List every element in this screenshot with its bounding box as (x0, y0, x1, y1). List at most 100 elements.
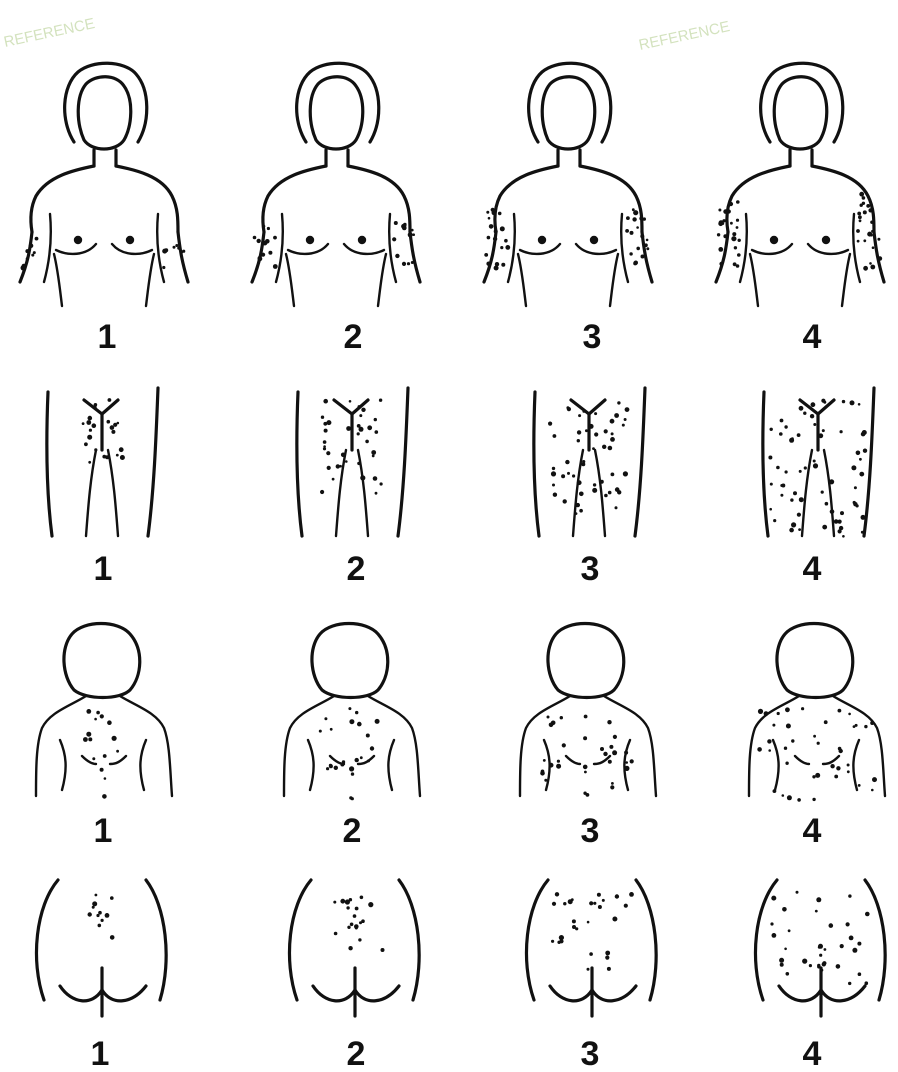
hair-dot (787, 795, 792, 800)
hair-dot (788, 929, 791, 932)
hair-dot (577, 439, 580, 442)
hair-dot (856, 229, 860, 233)
hair-dot (357, 424, 361, 428)
hair-dot (723, 234, 727, 238)
hair-dot (865, 912, 870, 917)
hair-dot (562, 743, 566, 747)
hair-dot (613, 735, 617, 739)
hair-dot (812, 775, 815, 778)
hair-dot (92, 901, 97, 906)
hair-dot (324, 429, 328, 433)
hair-dot (371, 450, 376, 455)
hair-dot (486, 262, 490, 266)
hair-dot (786, 724, 791, 729)
hair-dot (540, 771, 545, 776)
hair-dot (359, 414, 362, 417)
hair-dot (776, 466, 780, 470)
hair-dot (119, 447, 124, 452)
hair-dot (381, 948, 385, 952)
hair-dot (88, 416, 93, 421)
hair-dot (357, 722, 362, 727)
hair-dot (360, 756, 363, 759)
hair-dot (780, 419, 784, 423)
hair-dot (784, 747, 787, 750)
thigh-label-4: 4 (803, 550, 822, 588)
hair-dot (864, 725, 867, 728)
hair-dot (846, 922, 850, 926)
hair-dot (782, 794, 785, 797)
hair-dot (629, 252, 632, 255)
hair-dot (614, 413, 619, 418)
hair-dot (577, 480, 582, 485)
hair-dot (734, 246, 737, 249)
hair-dot (583, 736, 587, 740)
hair-dot (504, 239, 508, 243)
hair-dot (857, 942, 861, 946)
hair-dot (593, 902, 596, 905)
hair-dot (777, 712, 780, 715)
hair-dot (797, 513, 801, 517)
hair-dot (321, 416, 324, 419)
hair-dot (636, 226, 639, 229)
hair-dot (551, 721, 556, 726)
hair-dot (733, 262, 737, 266)
hair-dot (392, 237, 396, 241)
hair-dot (838, 709, 842, 713)
hair-dot (877, 238, 880, 241)
hair-dot (607, 720, 611, 724)
hair-dot (624, 904, 628, 908)
hair-dot (736, 200, 740, 204)
hair-dot (624, 766, 629, 771)
hair-dot (626, 216, 630, 220)
hair-dot (854, 486, 857, 489)
hair-dot (412, 233, 415, 236)
hair-dot (585, 429, 588, 432)
hair-dot (505, 245, 510, 250)
hair-dot (360, 896, 364, 900)
hair-dot (629, 892, 634, 897)
hair-dot (375, 719, 380, 724)
thigh-figure-4 (763, 388, 874, 536)
hair-dot (411, 261, 414, 264)
hair-dot (348, 707, 351, 710)
hair-dot (345, 460, 348, 463)
hair-dot (851, 465, 856, 470)
hair-dot (797, 433, 801, 437)
hair-dot (353, 914, 357, 918)
hair-dot (261, 253, 265, 257)
hair-dot (643, 217, 646, 220)
hair-dot (857, 212, 861, 216)
hair-dot (630, 231, 634, 235)
hair-dot (804, 466, 807, 469)
hair-dot (257, 239, 261, 243)
hair-dot (88, 461, 91, 464)
hair-dot (587, 968, 590, 971)
hair-dot (773, 519, 776, 522)
hair-dot (367, 759, 370, 762)
hair-dot (859, 192, 864, 197)
hair-dot (863, 266, 868, 271)
hair-dot (791, 522, 796, 527)
hair-dot (87, 435, 92, 440)
hair-dot (175, 244, 178, 247)
hair-dot (355, 907, 359, 911)
hair-dot (348, 946, 352, 950)
hair-dot (556, 764, 561, 769)
buttock-label-3: 3 (581, 1035, 600, 1072)
hair-dot (785, 762, 788, 765)
hair-dot (615, 894, 619, 898)
hair-dot (408, 232, 413, 237)
hair-dot (602, 445, 606, 449)
hair-dot (575, 927, 578, 930)
hair-dot (608, 446, 613, 451)
watermark-left: REFERENCE (2, 15, 96, 51)
hair-dot (803, 412, 806, 415)
hair-dot (764, 711, 769, 716)
hair-dot (646, 247, 649, 250)
hair-dot (177, 246, 181, 250)
hair-dot (770, 483, 773, 486)
hair-dot (563, 902, 566, 905)
hair-dot (579, 509, 583, 513)
hair-dot (110, 896, 114, 900)
hair-dot (871, 230, 874, 233)
